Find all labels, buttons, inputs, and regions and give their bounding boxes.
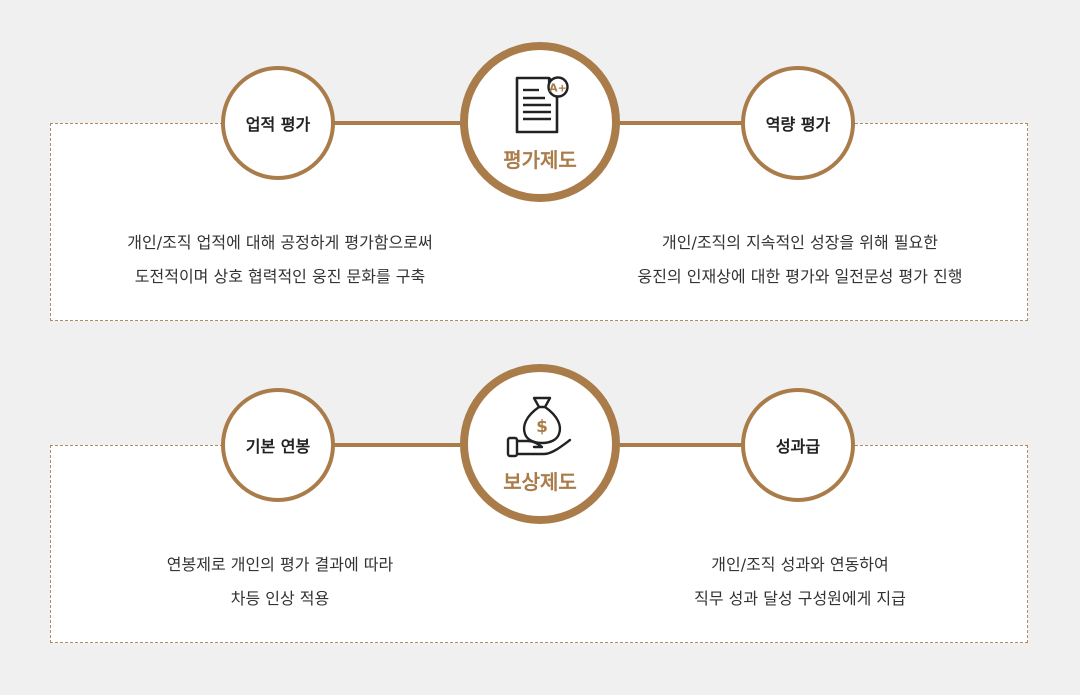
performance-evaluation-description: 개인/조직 업적에 대해 공정하게 평가함으로써 도전적이며 상호 협력적인 웅… (127, 233, 433, 286)
base-salary-label: 기본 연봉 (245, 437, 311, 456)
evaluation-system-circle: A+ 평가제도 (460, 42, 620, 202)
performance-evaluation-circle: 업적 평가 (221, 66, 335, 180)
base-salary-circle: 기본 연봉 (221, 388, 335, 502)
document-grade-icon: A+ (515, 75, 569, 133)
competency-evaluation-circle: 역량 평가 (741, 66, 855, 180)
competency-evaluation-label: 역량 평가 (765, 115, 831, 134)
performance-bonus-description: 개인/조직 성과와 연동하여 직무 성과 달성 구성원에게 지급 (694, 555, 906, 608)
base-salary-description: 연봉제로 개인의 평가 결과에 따라 차등 인상 적용 (166, 555, 394, 608)
performance-bonus-label: 성과급 (775, 437, 821, 456)
compensation-system-circle: $ 보상제도 (460, 364, 620, 524)
evaluation-system-title: 평가제도 (503, 147, 577, 172)
compensation-system-title: 보상제도 (503, 469, 577, 494)
money-bag-hand-icon: $ (506, 396, 572, 457)
svg-text:A+: A+ (549, 81, 567, 94)
svg-text:$: $ (536, 417, 548, 437)
performance-evaluation-label: 업적 평가 (245, 115, 311, 134)
competency-evaluation-description: 개인/조직의 지속적인 성장을 위해 필요한 웅진의 인재상에 대한 평가와 일… (637, 233, 963, 286)
performance-bonus-circle: 성과급 (741, 388, 855, 502)
